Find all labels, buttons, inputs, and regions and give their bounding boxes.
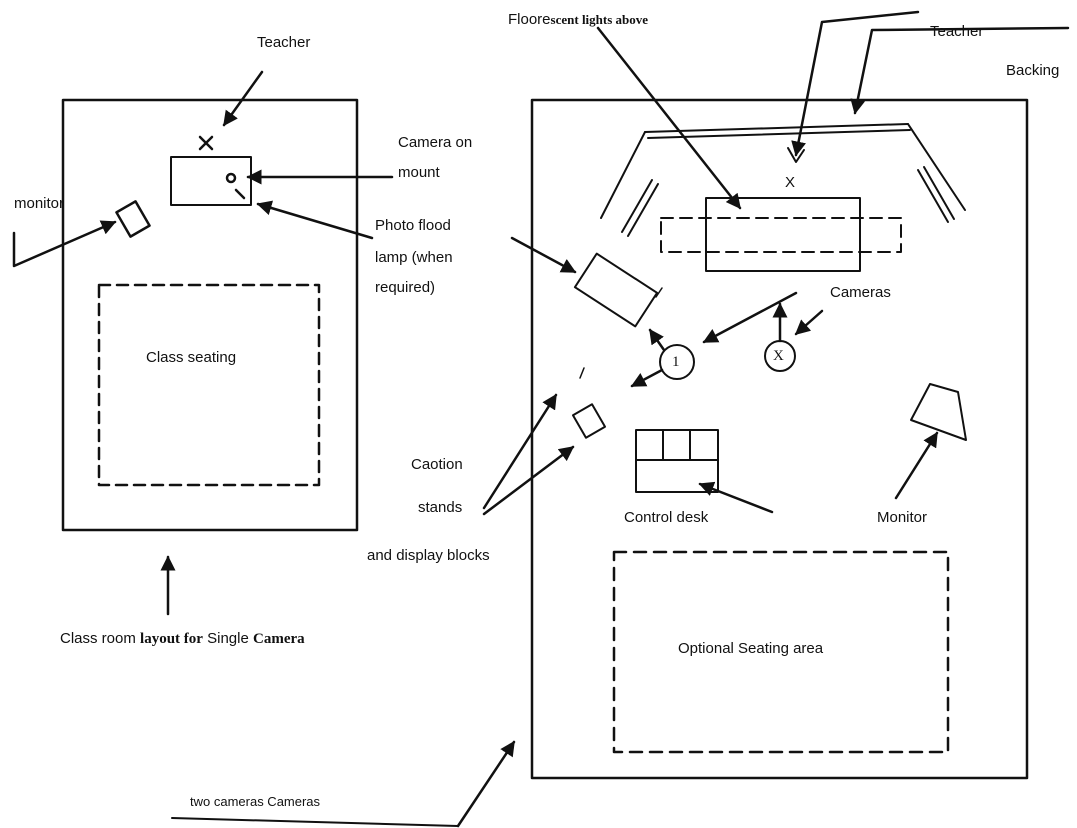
left-caption-bold-1: layout for: [140, 631, 203, 647]
camera-1-label: 1: [672, 354, 680, 370]
camera-1-view-1: [648, 328, 666, 352]
left-caption-bold-2: Camera: [253, 631, 305, 647]
bottom-caption-underline: [171, 817, 459, 827]
monitor-arrow: [894, 431, 939, 500]
camera-x-label: X: [773, 348, 784, 364]
right-monitor-symbol: [910, 383, 967, 441]
control-desk-label: Control desk: [624, 509, 709, 526]
bottom-caption: two cameras Cameras: [190, 794, 321, 809]
bottom-caption-arrow: [456, 740, 516, 828]
left-required-label: required): [375, 279, 436, 296]
right-desk-extension: [660, 217, 902, 253]
optional-seating-label: Optional Seating area: [678, 640, 824, 657]
left-teacher-desk: [170, 156, 252, 206]
flood-left-bar: [621, 179, 659, 237]
right-room-outline: [530, 98, 1029, 780]
backing-screen: [644, 123, 911, 139]
control-desk-arrow: [698, 481, 774, 514]
left-monitor-arrow: [12, 220, 117, 268]
caption-stands-label-2: stands: [418, 499, 463, 516]
left-caption: Class room layout for Single Camera: [60, 631, 305, 647]
stand-tick-mark: [579, 367, 585, 379]
backing-left-wing: [600, 131, 646, 219]
camera-1-arrow: [702, 291, 798, 344]
right-teacher-arrow: [791, 10, 920, 157]
left-caption-prefix: Class room: [60, 630, 136, 647]
left-camera-mark: [225, 172, 237, 184]
flood-lights-label: Floorescent lights above: [508, 12, 648, 27]
monitor-label: Monitor: [877, 509, 928, 526]
left-room-outline: [61, 98, 359, 532]
backing-arrow: [850, 26, 1070, 115]
flood-lights-arrow: [596, 26, 742, 210]
left-caption-mid: Single: [207, 630, 249, 647]
camera-1-view-2: [630, 368, 664, 388]
left-teacher-mark: [198, 135, 214, 151]
caption-stand-block: [571, 403, 607, 439]
left-lamp-when-label: lamp (when: [375, 249, 453, 266]
right-teacher-desk: [705, 197, 861, 272]
lamp-arrow: [510, 236, 577, 274]
left-lamp-mark: [234, 188, 246, 200]
caption-stands-arrow-1: [482, 393, 558, 510]
backing-label: Backing: [1006, 62, 1060, 79]
flood-lights-prefix: Floore: [508, 11, 551, 28]
teacher-x-label: X: [785, 174, 796, 191]
control-desk: [635, 429, 719, 493]
left-class-seating-area: [97, 283, 321, 487]
backing-right-wing: [907, 123, 966, 211]
photo-flood-lamp: [573, 252, 659, 328]
optional-seating-area: [612, 550, 950, 754]
right-teacher-mark: [787, 147, 805, 163]
left-mount-label: mount: [398, 164, 440, 181]
left-camera-on-label: Camera on: [398, 134, 473, 151]
camera-1: [659, 344, 695, 380]
flood-right-bar: [917, 166, 955, 223]
right-teacher-label: Teacher: [930, 23, 984, 40]
camera-x-arrow: [794, 309, 824, 336]
left-lamp-arrow: [256, 200, 374, 240]
lamp-tick-mark: [655, 287, 663, 298]
left-monitor-label: monitor: [14, 195, 65, 212]
cameras-label: Cameras: [830, 284, 891, 301]
caption-stands-arrow-2: [482, 445, 575, 516]
left-teacher-arrow: [222, 70, 264, 127]
flood-lights-bold: scent lights above: [550, 12, 649, 27]
display-blocks-label: and display blocks: [367, 547, 490, 564]
left-photo-flood-label: Photo flood: [375, 217, 451, 234]
caption-stands-label-1: Caotion: [411, 456, 463, 473]
left-monitor-symbol: [115, 200, 151, 238]
class-seating-label: Class seating: [146, 349, 237, 366]
left-teacher-label: Teacher: [257, 34, 311, 51]
